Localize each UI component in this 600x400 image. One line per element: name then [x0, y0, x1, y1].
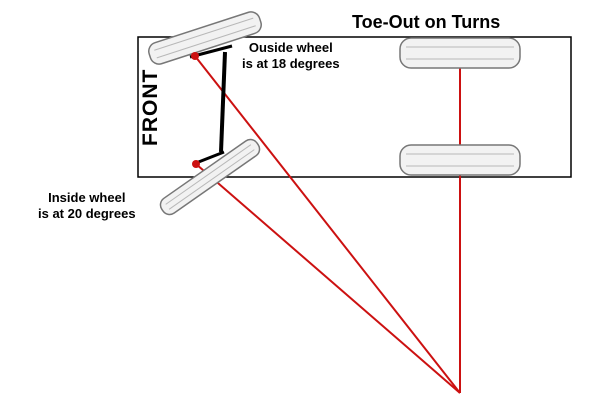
inside-pivot-point	[192, 160, 200, 168]
inside-wheel-label: Inside wheel is at 20 degrees	[38, 190, 136, 222]
inside-wheel-label-line1: Inside wheel	[48, 190, 126, 205]
outside-wheel-label-line2: is at 18 degrees	[242, 56, 340, 71]
outside-wheel-label: Ouside wheel is at 18 degrees	[242, 40, 340, 72]
tie-rod	[219, 51, 227, 153]
rear-lower-wheel	[399, 144, 521, 176]
inside-steering-arm	[195, 150, 225, 165]
outside-front-wheel	[148, 11, 262, 65]
inside-wheel-label-line2: is at 20 degrees	[38, 206, 136, 221]
rear-upper-wheel	[399, 37, 521, 69]
outside-wheel-label-line1: Ouside wheel	[248, 40, 333, 55]
inside-front-wheel	[159, 138, 261, 216]
vehicle-outline	[137, 36, 572, 178]
inside-wheel-ray	[195, 163, 461, 394]
outside-wheel-ray	[194, 55, 461, 394]
diagram-title: Toe-Out on Turns	[352, 12, 501, 32]
outside-pivot-point	[191, 52, 199, 60]
front-label: FRONT	[139, 68, 162, 146]
